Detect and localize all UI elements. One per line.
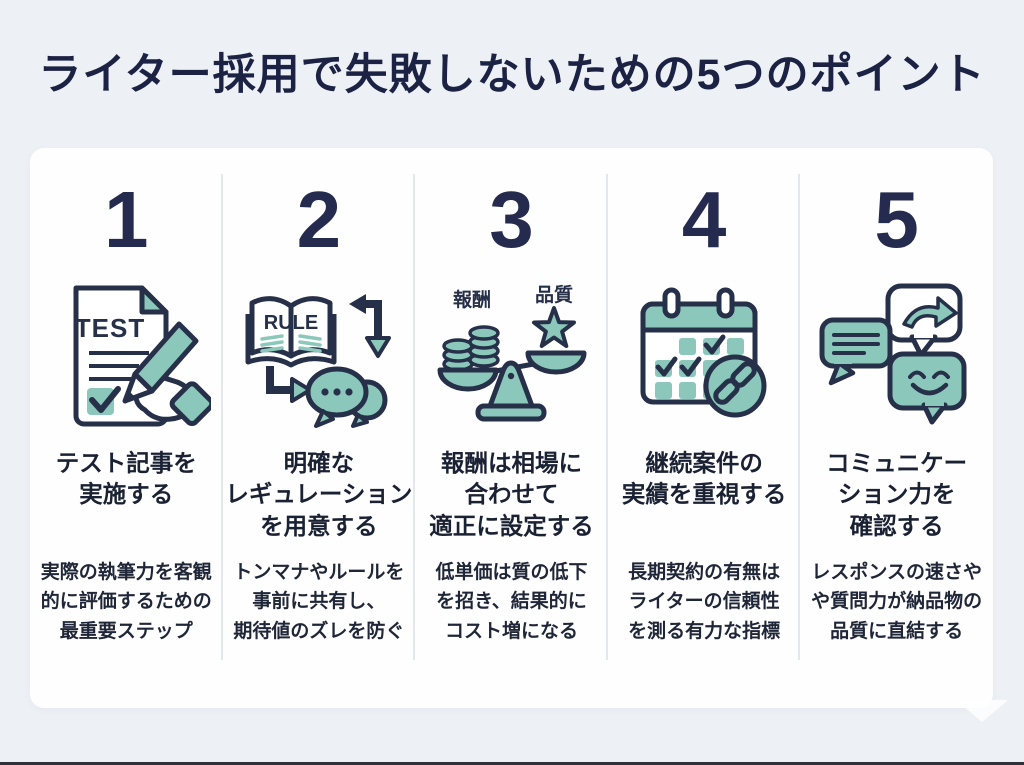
bottom-edge-bar: [0, 762, 1024, 765]
point-number: 5: [874, 175, 919, 264]
point-description: 低単価は質の低下 を招き、結果的に コスト増になる: [435, 562, 588, 642]
point-number: 3: [489, 175, 534, 264]
point-column-4: 4: [608, 148, 801, 708]
calendar-link-icon: [619, 276, 789, 434]
point-description: 長期契約の有無は ライターの信頼性 を測る有力な指標: [628, 562, 781, 642]
point-number: 4: [681, 175, 727, 264]
page-title: ライター採用で失敗しないための5つのポイント: [38, 51, 986, 99]
point-description: 実際の執筆力を客観 的に評価するための 最重要ステップ: [40, 562, 212, 642]
point-heading: テスト記事を 実施する: [55, 450, 197, 508]
point-column-5: 5 コミュニケー ション力を 確認する レスポン: [800, 148, 993, 708]
chat-bubbles-icon: [812, 276, 982, 434]
point-heading: コミュニケー ション力を 確認する: [826, 450, 968, 539]
point-column-2: 2 RULE: [223, 148, 416, 708]
test-article-icon: TEST: [41, 276, 212, 434]
point-number: 1: [104, 175, 149, 264]
points-card: 1 TEST テスト記事を 実施する 実際の執筆力を客観 的に評価するための 最…: [30, 148, 993, 708]
balance-scale-icon: 報酬 品質: [426, 276, 596, 434]
reward-label: 報酬: [453, 288, 491, 311]
chevron-down-icon: [956, 700, 1008, 722]
point-heading: 報酬は相場に 合わせて 適正に設定する: [429, 450, 594, 539]
point-heading: 明確な レギュレーション を用意する: [225, 450, 413, 539]
point-number: 2: [296, 175, 342, 264]
rule-book-icon: RULE: [234, 276, 404, 434]
point-description: トンマナやルールを 事前に共有し、 期待値のズレを防ぐ: [233, 562, 405, 642]
point-heading: 継続案件の 実績を重視する: [621, 450, 787, 508]
quality-label: 品質: [535, 283, 573, 306]
rule-label: RULE: [264, 312, 318, 334]
point-description: レスポンスの速さや や質問力が納品物の 品質に直結する: [811, 562, 983, 642]
point-column-1: 1 TEST テスト記事を 実施する 実際の執筆力を客観 的に評価するための 最…: [30, 148, 223, 708]
point-column-3: 3 報酬 品質: [415, 148, 608, 708]
test-label: TEST: [75, 313, 145, 343]
